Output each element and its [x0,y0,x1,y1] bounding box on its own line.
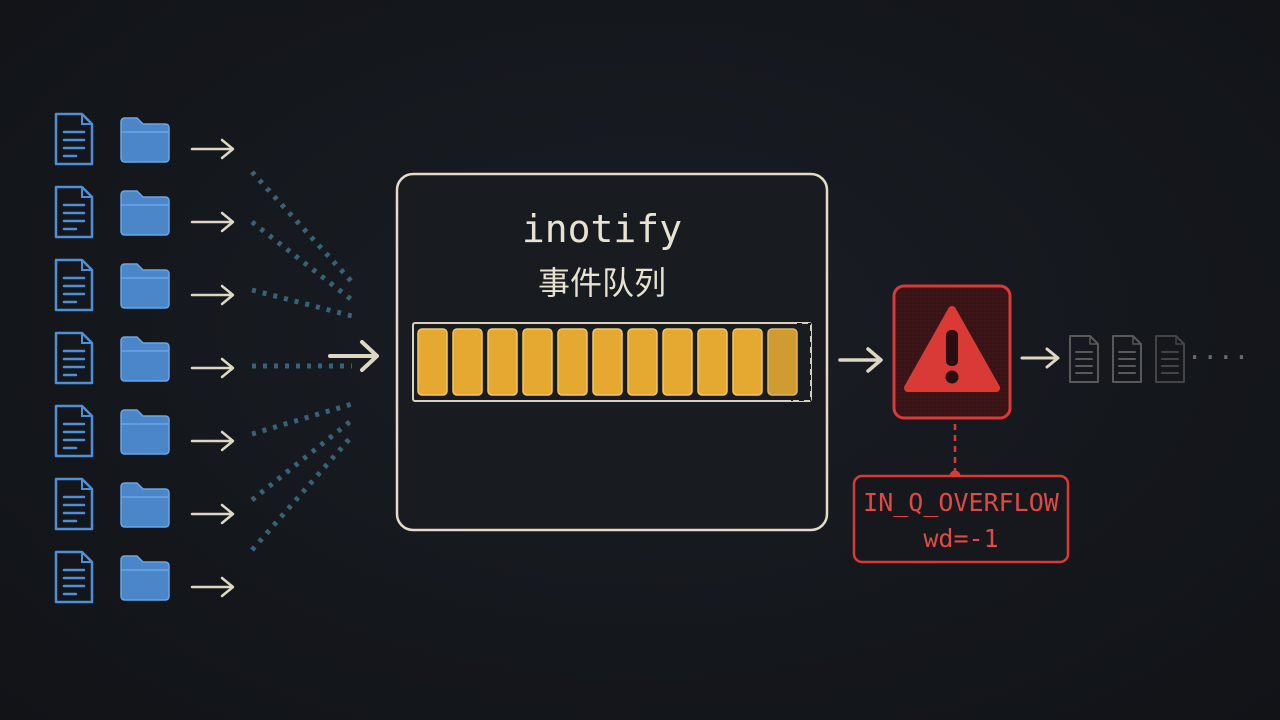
queue-slot [732,328,763,396]
document-icon [54,477,94,531]
queue-slot [557,328,588,396]
document-icon [54,331,94,385]
queue-slot [417,328,448,396]
row-arrow [190,576,235,598]
source-row [54,112,235,166]
warning-triangle-icon [904,306,1000,392]
dotted-line [250,434,354,552]
error-code-box: IN_Q_OVERFLOW wd=-1 [852,474,1070,564]
document-icon [54,112,94,166]
folder-icon [120,117,170,163]
inbound-arrow [328,340,379,372]
dropped-document-icon [1112,335,1142,383]
source-row [54,477,235,531]
folder-icon [120,263,170,309]
folder-icon [120,190,170,236]
dropped-documents [1069,335,1185,383]
queue-slot [627,328,658,396]
source-row [54,331,235,385]
dropped-document-icon [1155,335,1185,383]
output-arrow [1020,347,1060,369]
row-arrow [190,138,235,160]
dropped-document-icon [1069,335,1099,383]
queue-title: inotify [522,207,682,251]
row-arrow [190,357,235,379]
queue-slot [487,328,518,396]
queue-slot [697,328,728,396]
folder-icon [120,555,170,601]
overflow-alert-box [892,284,1012,420]
source-row [54,550,235,604]
queue-slot [522,328,553,396]
folder-icon [120,409,170,455]
dotted-line [250,170,354,284]
queue-slots [417,328,798,396]
queue-slot [592,328,623,396]
document-icon [54,550,94,604]
dotted-line [250,220,354,302]
folder-icon [120,482,170,528]
continuation-dots: ···· [1187,343,1250,373]
queue-subtitle: 事件队列 [538,264,666,302]
source-row [54,185,235,239]
error-code: IN_Q_OVERFLOW [863,488,1060,517]
error-detail: wd=-1 [923,524,998,553]
source-row [54,258,235,312]
source-row [54,404,235,458]
row-arrow [190,284,235,306]
queue-to-alert-arrow [838,347,883,373]
queue-slot [767,328,798,396]
row-arrow [190,211,235,233]
folder-icon [120,336,170,382]
document-icon [54,404,94,458]
queue-slot [452,328,483,396]
row-arrow [190,503,235,525]
inotify-queue-box: inotify 事件队列 [395,172,829,532]
alert-connector [949,424,961,482]
dotted-line [251,287,353,319]
queue-slot [662,328,693,396]
document-icon [54,185,94,239]
converging-dotted-lines [250,170,354,552]
row-arrow [190,430,235,452]
source-rows [54,112,235,604]
document-icon [54,258,94,312]
